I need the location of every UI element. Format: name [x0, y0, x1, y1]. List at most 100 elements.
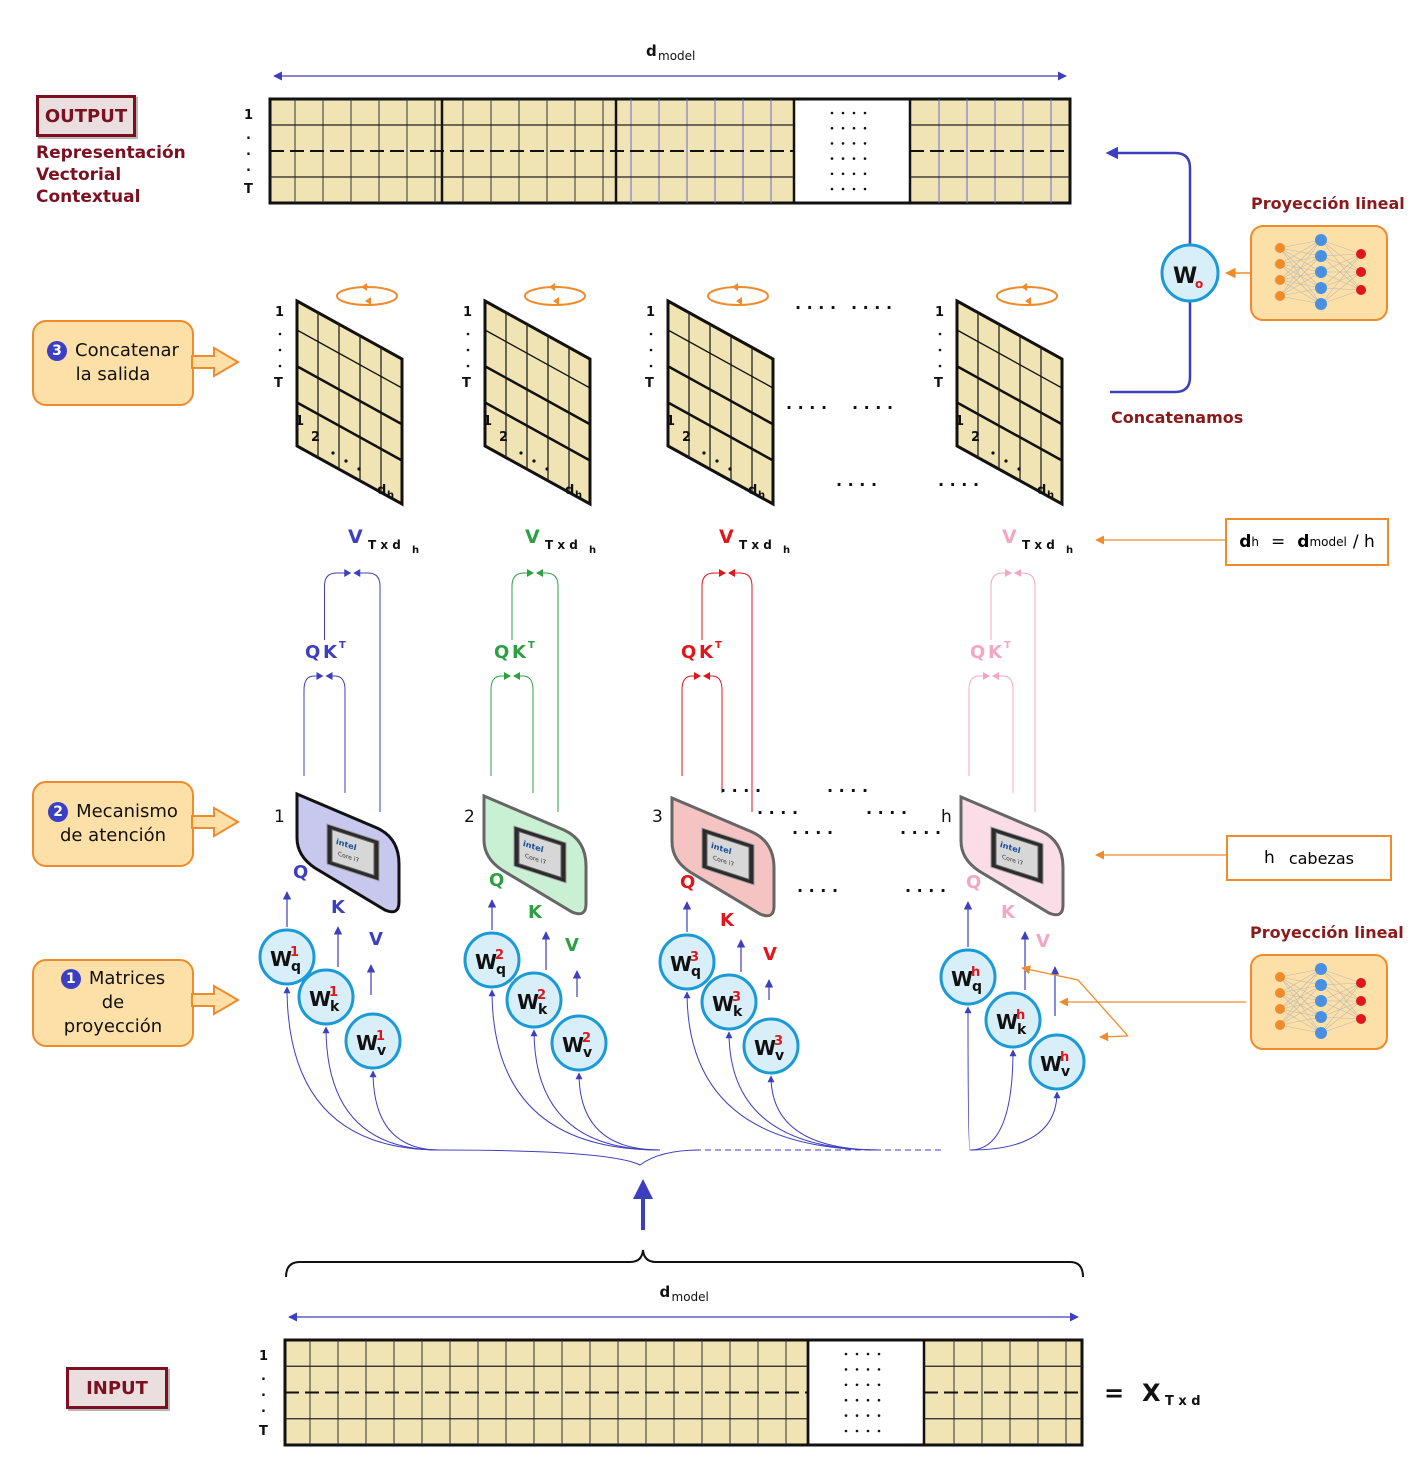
wk-circle	[984, 991, 1042, 1049]
wo-circle	[1160, 243, 1220, 303]
neural-net-icon-bottom	[1250, 954, 1388, 1050]
input-to-w-curve	[530, 1029, 661, 1151]
output-dim-label: d	[646, 42, 657, 60]
output-gap-dot	[852, 126, 856, 130]
ellipsis: · · · ·	[786, 398, 827, 417]
nn-edge	[1320, 1000, 1362, 1018]
qk-q: Q	[305, 642, 320, 663]
head-matrix-row-dot	[649, 364, 653, 368]
output-gap	[794, 100, 910, 202]
dh-lhs: d	[1239, 532, 1252, 552]
wv-main: W	[356, 1031, 378, 1055]
v-join-arrows	[344, 569, 361, 577]
input-gap-dot	[855, 1398, 859, 1402]
nn-edge	[1320, 1018, 1362, 1034]
head-matrix-row	[667, 329, 774, 389]
nn-edge	[1320, 1000, 1362, 1020]
nn-hidden-node	[1315, 282, 1327, 294]
output-row-label-first: 1	[244, 108, 253, 123]
head-matrix-col-second: 2	[499, 430, 508, 445]
input-row-label-last: T	[259, 1424, 268, 1439]
head-index: h	[941, 807, 952, 827]
v-out-sub2: h	[589, 545, 596, 556]
wv-sub: v	[377, 1043, 386, 1059]
input-gap-dot	[855, 1383, 859, 1387]
input-gap-dot	[877, 1368, 881, 1371]
input-gap-dot	[855, 1429, 859, 1433]
head-matrix-col-dot	[1017, 467, 1021, 471]
v-label: V	[1036, 931, 1050, 952]
q-label: Q	[293, 862, 308, 883]
qk-line-up	[324, 572, 345, 640]
nn-hidden-node	[1315, 1027, 1327, 1039]
step-2-line-2: de atención	[59, 825, 167, 846]
wq-sub: q	[291, 959, 301, 975]
v-line-up	[1015, 572, 1036, 812]
wk-main: W	[309, 987, 331, 1011]
input-row-label-first: 1	[259, 1349, 268, 1364]
input-gap-dot	[877, 1383, 881, 1387]
cpu-chip-lid	[331, 828, 375, 876]
head-matrix-row-top: 1	[463, 305, 472, 320]
qk-line-up	[990, 572, 1011, 640]
qk-k: K	[512, 642, 527, 663]
wv-circle	[344, 1012, 402, 1070]
head-matrix-col-dot	[545, 467, 549, 471]
fan-center	[439, 1149, 701, 1166]
input-gap-dot	[844, 1414, 848, 1417]
q-label: Q	[680, 872, 695, 893]
qk-t: T	[1004, 640, 1011, 651]
head-matrix-row-dot	[649, 332, 653, 336]
head-matrix-row-top: 1	[646, 305, 655, 320]
output-description: Representación Vectorial Contextual	[36, 142, 186, 208]
qk-t: T	[715, 640, 722, 651]
wk-sup: 2	[537, 988, 546, 1003]
v-label: V	[369, 929, 383, 950]
head-matrix-face	[955, 298, 1064, 507]
v-out-main: V	[1002, 526, 1017, 548]
output-gap-dot	[841, 142, 845, 145]
head-index: 3	[652, 807, 663, 827]
nn-edge	[1320, 239, 1362, 291]
head-matrix-face	[295, 298, 404, 507]
wk-circle	[505, 971, 563, 1029]
nn-edge	[1279, 239, 1322, 297]
head-matrix-row	[956, 401, 1063, 462]
wk-circle	[297, 968, 355, 1026]
output-gap-dot	[863, 187, 867, 191]
step-1-line-1: Matrices	[88, 968, 166, 989]
heads-h: h	[1264, 848, 1275, 868]
head-matrix-row-dot	[938, 348, 942, 352]
wv-sup: 2	[582, 1031, 591, 1046]
wk-main: W	[996, 1010, 1018, 1034]
nn-edge	[1279, 984, 1322, 1026]
head-matrix-col-last: d	[748, 483, 757, 498]
nn-edge	[1320, 968, 1362, 984]
nn-input-node	[1275, 243, 1285, 253]
wo-main: W	[1173, 264, 1197, 289]
head-matrix-col-last-sub: h	[575, 490, 582, 501]
nn-input-node	[1275, 291, 1285, 301]
head-matrix-col-last: d	[1037, 483, 1046, 498]
head-matrix-row-dot	[938, 364, 942, 368]
ellipsis: · · · ·	[720, 781, 761, 800]
ellipsis: · · · ·	[852, 398, 893, 417]
step-1-arrow	[191, 984, 240, 1016]
head-matrix-row-dot	[466, 364, 470, 368]
output-gap-dot	[830, 157, 834, 160]
qk-k: K	[988, 642, 1003, 663]
head-matrix-col-dot	[344, 459, 348, 463]
head-matrix-row-dot	[278, 348, 282, 352]
nn-edge	[1320, 968, 1362, 1020]
step-3-line-1: Concatenar	[75, 340, 179, 361]
q-label: Q	[489, 870, 504, 891]
input-to-w-curve	[683, 991, 881, 1151]
k-line-up	[330, 675, 346, 793]
head-matrix-row-bottom: T	[934, 376, 943, 391]
